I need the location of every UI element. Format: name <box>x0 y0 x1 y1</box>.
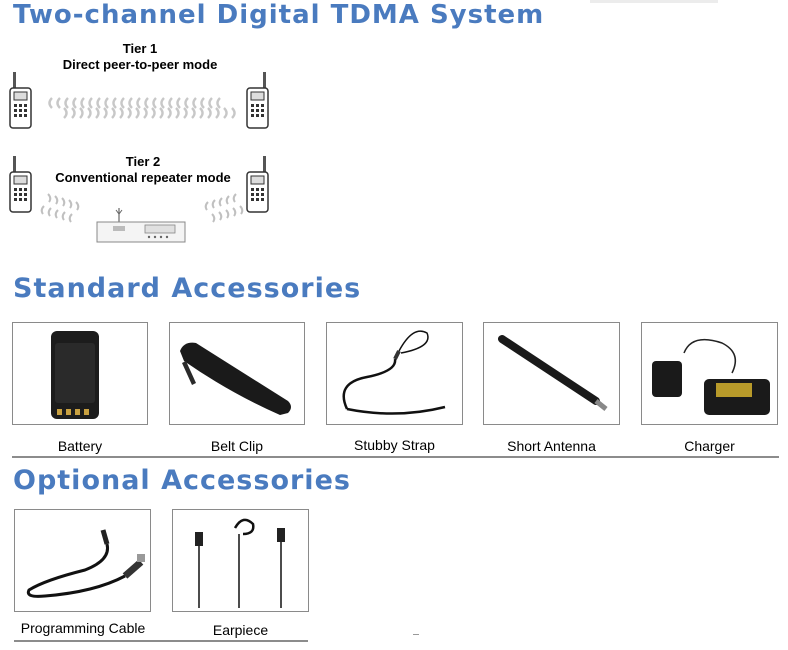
battery-image <box>12 322 148 425</box>
battery-icon <box>51 331 99 419</box>
belt-clip-image <box>169 322 305 425</box>
radio-icon <box>9 156 32 213</box>
stubby-strap-image <box>326 322 463 425</box>
earpiece-image <box>172 509 309 612</box>
decorative-bar <box>590 0 718 3</box>
earpiece-icon <box>195 518 285 608</box>
strap-icon <box>342 330 446 415</box>
repeater-icon <box>96 208 186 243</box>
tier2-description: Conventional repeater mode <box>55 170 231 185</box>
battery-label: Battery <box>57 438 103 454</box>
signal-waves-icon <box>204 193 244 223</box>
divider <box>14 640 308 642</box>
page-title: Two-channel Digital TDMA System <box>13 0 545 30</box>
divider <box>12 456 779 458</box>
tier1-label: Tier 1 Direct peer-to-peer mode <box>40 41 240 73</box>
radio-icon <box>246 156 269 213</box>
programming-cable-image <box>14 509 151 612</box>
short-antenna-label: Short Antenna <box>507 438 596 454</box>
short-antenna-image <box>483 322 620 425</box>
tier2-title: Tier 2 <box>125 154 161 169</box>
tier2-label: Tier 2 Conventional repeater mode <box>38 154 248 186</box>
signal-waves-icon <box>48 97 236 119</box>
radio-icon <box>9 72 32 129</box>
charger-icon <box>652 338 770 415</box>
programming-cable-label: Programming Cable <box>20 620 146 636</box>
radio-icon <box>246 72 269 129</box>
tier1-description: Direct peer-to-peer mode <box>62 57 218 72</box>
earpiece-label: Earpiece <box>212 622 269 638</box>
charger-label: Charger <box>684 438 735 454</box>
cable-icon <box>26 529 145 598</box>
optional-accessories-heading: Optional Accessories <box>13 465 351 496</box>
signal-waves-icon <box>40 193 80 223</box>
belt-clip-icon <box>180 342 291 415</box>
tier1-title: Tier 1 <box>122 41 158 56</box>
standard-accessories-heading: Standard Accessories <box>13 273 362 304</box>
stubby-strap-label: Stubby Strap <box>354 437 435 453</box>
stray-mark <box>413 634 419 635</box>
charger-image <box>641 322 778 425</box>
antenna-icon <box>498 335 608 411</box>
belt-clip-label: Belt Clip <box>210 438 264 454</box>
